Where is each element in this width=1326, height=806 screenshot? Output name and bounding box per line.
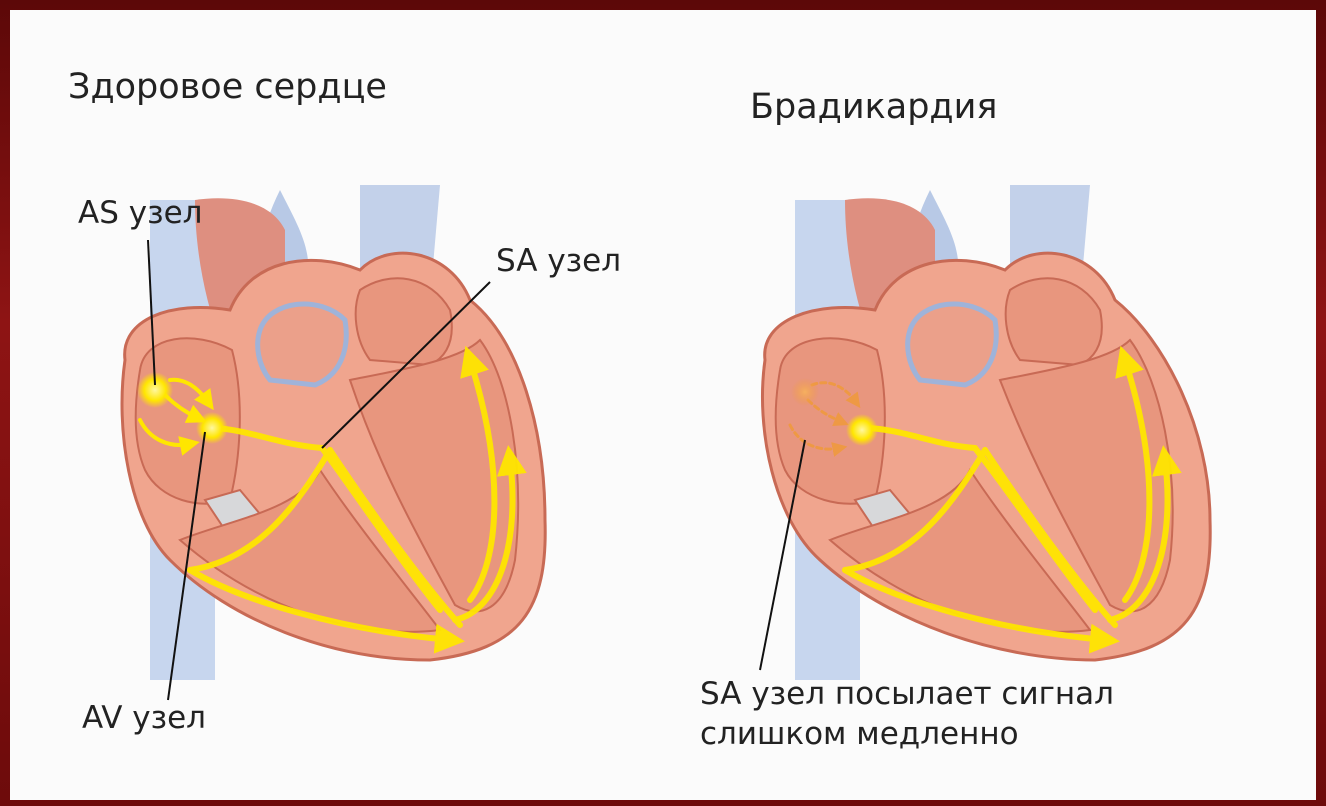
as-node-label: AS узел [78, 195, 202, 232]
bradycardia-title: Брадикардия [750, 86, 997, 128]
av-node-label: AV узел [82, 700, 206, 737]
av-node-marker [846, 414, 878, 446]
sa-node-label: SA узел [496, 243, 621, 280]
pulmonary-valve [258, 304, 347, 385]
pulmonary-valve [908, 304, 997, 385]
bradycardia-heart-illustration [760, 185, 1210, 680]
healthy-heart-illustration [122, 185, 545, 700]
av-node-marker [196, 412, 228, 444]
sa-node-slow-marker [791, 378, 819, 406]
sa-slow-label-line1: SA узел посылает сигнал [700, 676, 1114, 713]
healthy-heart-title: Здоровое сердце [68, 66, 387, 108]
sa-slow-label-line2: слишком медленно [700, 716, 1019, 753]
